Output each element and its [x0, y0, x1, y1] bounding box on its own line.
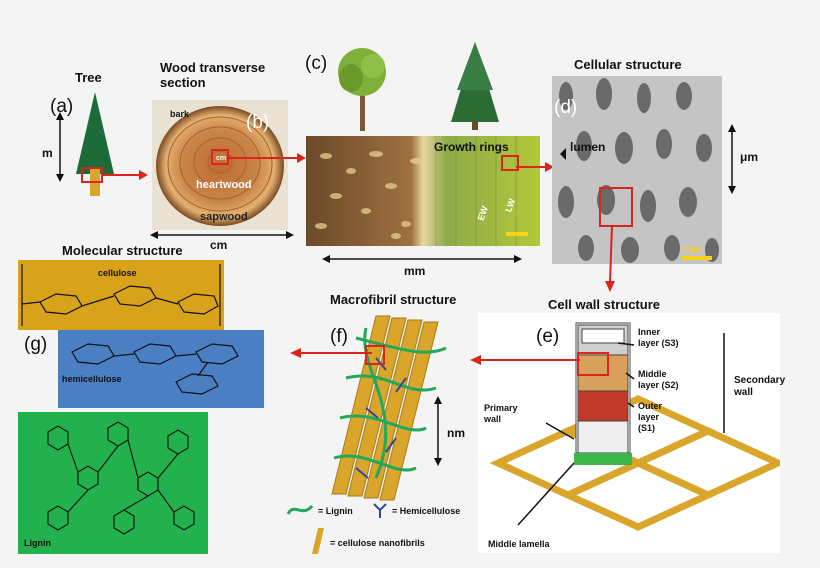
panel-e-label: (e) [536, 326, 560, 347]
cellulose-label: cellulose [98, 268, 137, 278]
lumen-label: lumen [570, 140, 606, 154]
deciduous-tree-icon [338, 48, 386, 131]
arrow-b-to-c [228, 153, 306, 163]
rings-image [306, 136, 540, 246]
cellular-structure-title: Cellular structure [574, 57, 682, 72]
macrofibril-diagram [331, 315, 447, 501]
arrow-e-to-f [470, 355, 580, 365]
cell-wall-diagram [489, 322, 787, 531]
cell-wall-panel: (e) Inner layer (S3) Middle layer (S2) O… [478, 313, 787, 553]
middle-layer-label-2: layer (S2) [638, 380, 679, 390]
lignin-molecule [47, 421, 195, 535]
wood-disk-image [156, 106, 284, 226]
panel-a-label: (a) [50, 96, 74, 117]
center-cm-label: cm [216, 155, 227, 162]
secondary-wall-label-1: Secondary [734, 375, 786, 386]
heartwood-label: heartwood [196, 179, 252, 191]
cellulose-structure-panel: cellulose [18, 260, 224, 330]
cellular-micrograph: (d) lumen 20μm [552, 76, 722, 264]
middle-layer-label-1: Middle [638, 369, 667, 379]
outer-layer-label-3: (S1) [638, 423, 656, 433]
cm-scale-arrow [150, 231, 294, 239]
lignin-label: Lignin [24, 538, 51, 548]
sapwood-label: sapwood [200, 211, 248, 223]
hemicellulose-structure-panel: hemicellulose [58, 330, 264, 408]
lignin-structure-panel: Lignin [18, 412, 208, 554]
arrow-c-to-d [516, 162, 554, 172]
hemicellulose-legend-icon [373, 503, 387, 518]
tree-scale-label: m [42, 146, 53, 160]
outer-layer-label-1: Outer [638, 401, 663, 411]
cell-wall-title: Cell wall structure [548, 297, 660, 312]
outer-layer-label-2: layer [638, 412, 660, 422]
wood-section-title: Wood transverse section [160, 60, 266, 90]
secondary-wall-label-2: wall [734, 387, 753, 398]
cellulose-legend-icon [312, 528, 324, 554]
macrofibril-scale-label: nm [447, 426, 465, 440]
panel-f-label: (f) [330, 326, 348, 347]
macrofibril-title: Macrofibril structure [330, 292, 457, 307]
panel-d-label: (d) [554, 97, 578, 118]
panel-c-label: (c) [305, 53, 328, 74]
lignin-legend-label: = Lignin [318, 506, 353, 516]
inner-layer-label-1: Inner [638, 327, 661, 337]
bark-label: bark [170, 109, 190, 119]
cells-image [552, 76, 722, 264]
panel-g-label: (g) [24, 334, 48, 355]
cells-scale-bar-label: 20μm [682, 245, 703, 254]
tree-icon [56, 92, 148, 196]
panel-b-label: (b) [246, 112, 270, 133]
growth-rings-label: Growth rings [434, 140, 509, 154]
conifer-tree-icon [451, 42, 499, 130]
um-scale-arrow [728, 124, 736, 194]
lignin-legend-icon [286, 504, 314, 515]
arrow-f-to-g [290, 348, 372, 358]
hemicellulose-molecule [71, 343, 239, 395]
rings-scale-label: mm [404, 264, 426, 278]
hemicellulose-label: hemicellulose [62, 374, 122, 384]
primary-wall-label-1: Primary [484, 403, 518, 413]
hemicellulose-legend-label: = Hemicellulose [392, 506, 461, 516]
wood-section-photo: bark cm heartwood sapwood [152, 100, 288, 230]
primary-wall-label-2: wall [484, 414, 502, 424]
middle-lamella-label: Middle lamella [488, 539, 550, 549]
tree-title: Tree [75, 70, 102, 85]
arrow-d-to-e [605, 226, 615, 292]
molecular-structure-title: Molecular structure [62, 243, 183, 258]
cellulose-molecule [21, 264, 221, 326]
growth-rings-micrograph: Growth rings EW LW [306, 136, 540, 246]
mm-scale-arrow [322, 255, 522, 263]
inner-layer-label-2: layer (S3) [638, 338, 679, 348]
cellulose-legend-label: = cellulose nanofibrils [330, 538, 425, 548]
cellular-scale-label: μm [740, 150, 759, 164]
wood-scale-label: cm [210, 238, 228, 252]
nm-scale-arrow [434, 396, 442, 466]
